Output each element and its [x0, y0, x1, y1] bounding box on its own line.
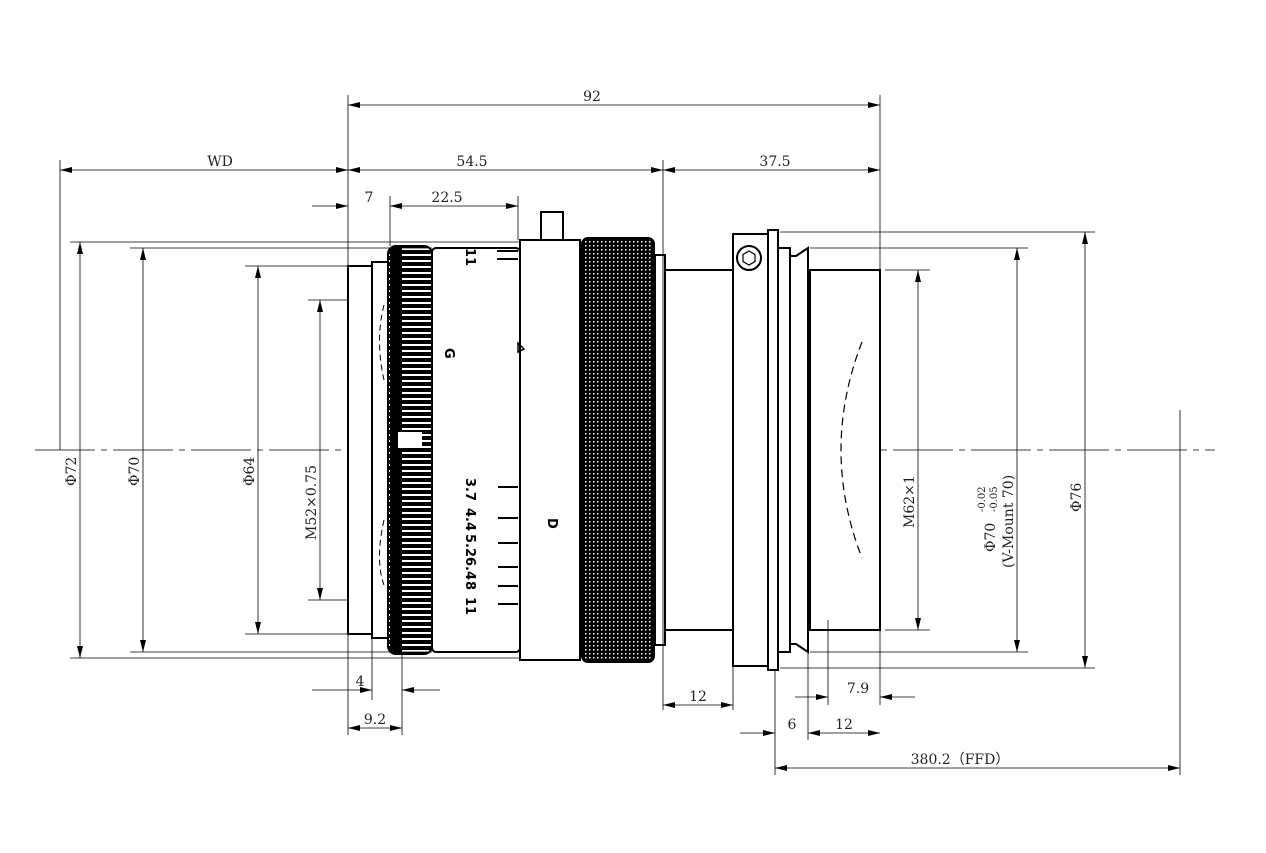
- dimension-labels: 92 WD 54.5 37.5 7 22.5 Φ72 Φ70 Φ64 M52×0…: [64, 89, 1085, 768]
- dim-mount-tol-lower: -0.05: [989, 486, 1000, 512]
- locking-pin: [540, 211, 564, 241]
- aperture-scale: 11 G D 3.7 4.4 5.2 6.4 8 11: [441, 248, 559, 615]
- svg-text:3.7: 3.7: [462, 478, 477, 501]
- lens-body: [347, 211, 881, 671]
- iris-knurled-ring: [581, 237, 655, 663]
- dim-37-5: 37.5: [759, 154, 790, 170]
- dim-7: 7: [365, 190, 374, 206]
- svg-text:4.4: 4.4: [462, 508, 477, 531]
- dim-wd: WD: [207, 154, 233, 170]
- dim-dia-72: Φ72: [64, 457, 80, 486]
- dim-12-a: 12: [689, 689, 707, 705]
- front-knurled-ring: [387, 245, 433, 655]
- dim-22-5: 22.5: [431, 190, 462, 206]
- svg-text:8: 8: [462, 581, 477, 590]
- iris-mark: D: [544, 518, 559, 529]
- dimension-lines: [60, 102, 1180, 771]
- dim-7-9: 7.9: [847, 681, 869, 697]
- dim-mount-tol-upper: -0.02: [977, 486, 988, 512]
- svg-text:11: 11: [462, 597, 477, 615]
- hex-screw-icon: [736, 245, 762, 271]
- dim-dia-76: Φ76: [1069, 483, 1085, 512]
- dim-12-b: 12: [835, 717, 853, 733]
- dim-92: 92: [583, 89, 601, 105]
- dim-54-5: 54.5: [456, 154, 487, 170]
- dim-mount-name: (V-Mount 70): [1001, 475, 1017, 568]
- infinity-mark: 11: [462, 248, 477, 266]
- dim-4: 4: [356, 674, 365, 690]
- svg-text:5.2: 5.2: [462, 534, 477, 557]
- extension-lines: [59, 95, 1095, 775]
- dim-mount-dia: Φ70: [983, 523, 999, 552]
- dim-ffd: 380.2（FFD）: [911, 752, 1010, 768]
- dim-9-2: 9.2: [364, 712, 386, 728]
- dim-m62-thread: M62×1: [902, 475, 918, 528]
- focus-mark: G: [441, 348, 456, 359]
- dim-dia-64: Φ64: [242, 457, 258, 486]
- dim-m52-thread: M52×0.75: [304, 465, 320, 540]
- dim-dia-70-front: Φ70: [127, 457, 143, 486]
- lens-element-arc: [840, 341, 863, 559]
- svg-text:6.4: 6.4: [462, 557, 477, 580]
- dim-6: 6: [788, 717, 797, 733]
